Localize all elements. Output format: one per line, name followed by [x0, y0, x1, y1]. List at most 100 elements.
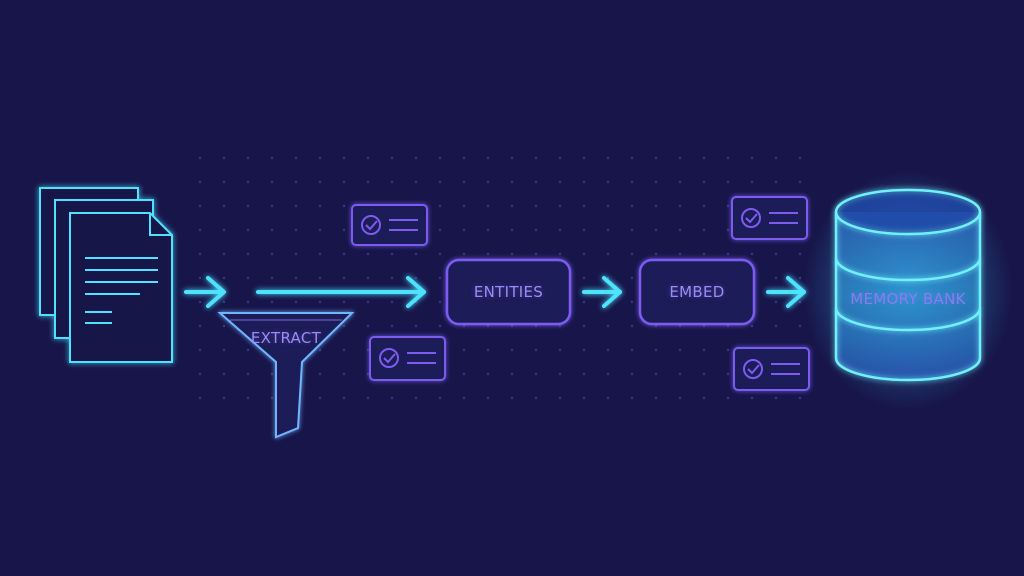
grid-dot — [606, 180, 610, 184]
grid-dot — [654, 228, 658, 232]
grid-dot — [630, 396, 634, 400]
grid-dot — [798, 324, 802, 328]
grid-dot — [438, 300, 442, 304]
grid-dot — [534, 156, 538, 160]
grid-dot — [318, 252, 322, 256]
grid-dot — [630, 180, 634, 184]
grid-dot — [678, 228, 682, 232]
funnel-icon — [217, 312, 355, 439]
grid-dot — [366, 300, 370, 304]
grid-dot — [606, 204, 610, 208]
grid-dot — [270, 156, 274, 160]
grid-dot — [438, 396, 442, 400]
grid-dot — [678, 372, 682, 376]
grid-dot — [270, 396, 274, 400]
grid-dot — [582, 396, 586, 400]
grid-dot — [270, 300, 274, 304]
grid-dot — [774, 324, 778, 328]
grid-dot — [630, 252, 634, 256]
grid-dot — [270, 276, 274, 280]
grid-dot — [462, 180, 466, 184]
grid-dot — [534, 204, 538, 208]
grid-dot — [774, 300, 778, 304]
embed-box — [638, 258, 756, 326]
grid-dot — [582, 204, 586, 208]
arrow-right-icon — [256, 276, 426, 308]
grid-dot — [246, 300, 250, 304]
grid-dot — [582, 228, 586, 232]
grid-dot — [582, 180, 586, 184]
grid-dot — [750, 324, 754, 328]
grid-dot — [318, 348, 322, 352]
grid-dot — [654, 156, 658, 160]
grid-dot — [486, 372, 490, 376]
grid-dot — [798, 252, 802, 256]
grid-dot — [462, 324, 466, 328]
grid-dot — [654, 396, 658, 400]
grid-dot — [318, 204, 322, 208]
check-card-icon — [369, 336, 446, 381]
grid-dot — [294, 276, 298, 280]
grid-dot — [414, 276, 418, 280]
grid-dot — [534, 396, 538, 400]
grid-dot — [198, 300, 202, 304]
grid-dot — [198, 276, 202, 280]
grid-dot — [558, 324, 562, 328]
grid-dot — [702, 372, 706, 376]
grid-dot — [438, 204, 442, 208]
grid-dot — [222, 324, 226, 328]
grid-dot — [486, 156, 490, 160]
grid-dot — [510, 372, 514, 376]
grid-dot — [246, 252, 250, 256]
grid-dot — [318, 372, 322, 376]
grid-dot — [462, 252, 466, 256]
grid-dot — [246, 228, 250, 232]
grid-dot — [366, 372, 370, 376]
grid-dot — [558, 372, 562, 376]
grid-dot — [294, 252, 298, 256]
grid-dot — [246, 396, 250, 400]
grid-dot — [462, 156, 466, 160]
grid-dot — [702, 180, 706, 184]
grid-dot — [342, 396, 346, 400]
grid-dot — [342, 228, 346, 232]
grid-dot — [630, 156, 634, 160]
grid-dot — [726, 252, 730, 256]
grid-dot — [486, 348, 490, 352]
grid-dot — [798, 300, 802, 304]
grid-dot — [798, 396, 802, 400]
grid-dot — [510, 396, 514, 400]
grid-dot — [414, 252, 418, 256]
extract-label: EXTRACT — [250, 329, 322, 347]
grid-dot — [318, 396, 322, 400]
grid-dot — [294, 156, 298, 160]
grid-dot — [366, 252, 370, 256]
grid-dot — [774, 180, 778, 184]
grid-dot — [438, 276, 442, 280]
grid-dot — [630, 348, 634, 352]
grid-dot — [414, 180, 418, 184]
grid-dot — [654, 252, 658, 256]
grid-dot — [630, 276, 634, 280]
grid-dot — [222, 228, 226, 232]
grid-dot — [606, 252, 610, 256]
grid-dot — [606, 324, 610, 328]
grid-dot — [246, 204, 250, 208]
grid-dot — [270, 252, 274, 256]
grid-dot — [558, 204, 562, 208]
grid-dot — [534, 252, 538, 256]
grid-dot — [702, 204, 706, 208]
grid-dot — [750, 396, 754, 400]
grid-dot — [774, 252, 778, 256]
grid-dot — [726, 324, 730, 328]
grid-dot — [726, 156, 730, 160]
grid-dot — [510, 324, 514, 328]
grid-dot — [198, 372, 202, 376]
grid-dot — [462, 372, 466, 376]
grid-dot — [630, 204, 634, 208]
grid-dot — [198, 396, 202, 400]
grid-dot — [798, 156, 802, 160]
grid-dot — [606, 372, 610, 376]
grid-dot — [390, 396, 394, 400]
grid-dot — [582, 372, 586, 376]
